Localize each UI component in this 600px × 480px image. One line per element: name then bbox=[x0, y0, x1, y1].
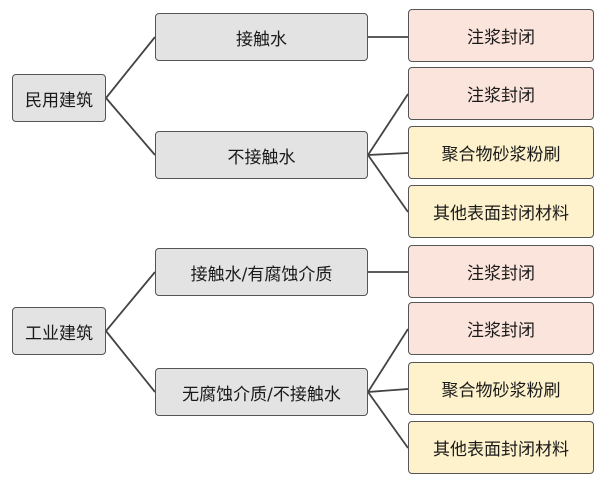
connector-line bbox=[367, 328, 409, 393]
condition-node: 不接触水 bbox=[155, 131, 368, 179]
condition-node: 接触水/有腐蚀介质 bbox=[155, 248, 368, 296]
connector-line bbox=[367, 391, 409, 449]
method-node-grout-seal: 注浆封闭 bbox=[408, 67, 594, 120]
method-node-polymer-mortar: 聚合物砂浆粉刷 bbox=[408, 362, 594, 415]
root-node-civil: 民用建筑 bbox=[12, 74, 106, 122]
method-node-polymer-mortar: 聚合物砂浆粉刷 bbox=[408, 126, 594, 179]
connector-line bbox=[367, 152, 409, 156]
connector-line bbox=[105, 330, 156, 393]
method-node-grout-seal: 注浆封闭 bbox=[408, 245, 594, 298]
connector-line bbox=[367, 388, 409, 393]
method-node-other-surface-seal: 其他表面封闭材料 bbox=[408, 185, 594, 238]
root-node-industrial: 工业建筑 bbox=[12, 307, 106, 355]
method-node-grout-seal: 注浆封闭 bbox=[408, 9, 594, 62]
connector-line bbox=[105, 271, 156, 332]
method-node-grout-seal: 注浆封闭 bbox=[408, 302, 594, 355]
connector-line bbox=[105, 97, 156, 156]
connector-line bbox=[367, 93, 409, 156]
connector-line bbox=[105, 36, 156, 99]
condition-node: 无腐蚀介质/不接触水 bbox=[155, 368, 368, 416]
connector-line bbox=[367, 154, 409, 213]
condition-node: 接触水 bbox=[155, 13, 368, 61]
method-node-other-surface-seal: 其他表面封闭材料 bbox=[408, 421, 594, 474]
